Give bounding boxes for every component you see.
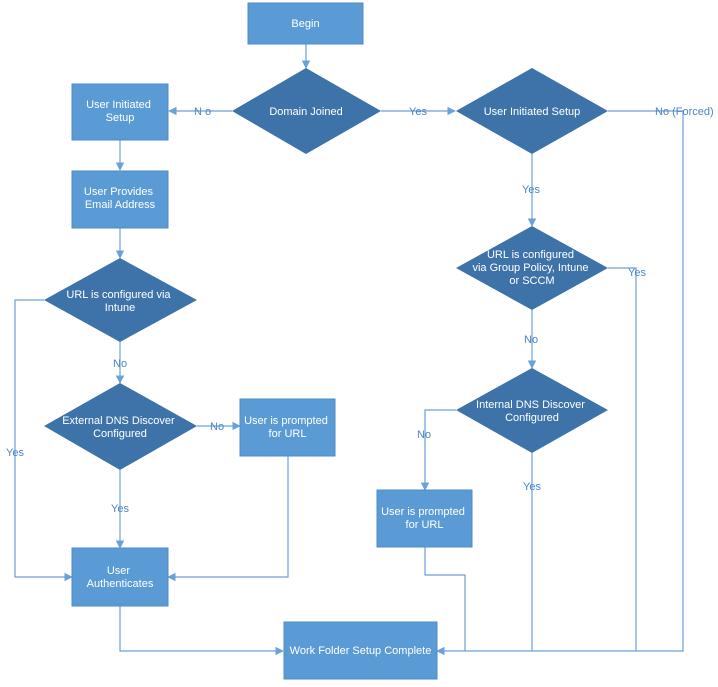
domain-joined-label: Domain Joined <box>269 106 342 118</box>
edge-prompt-complete <box>424 547 466 651</box>
connectors <box>14 44 684 656</box>
user-provides-email-label: User Provides Email Address <box>84 186 156 211</box>
user-prompted-right-label: User is prompted for URL <box>381 506 468 531</box>
node-work-folder-complete: Work Folder Setup Complete <box>283 621 438 680</box>
label-intune-yes: Yes <box>6 447 24 459</box>
node-url-configured-gp: URL is configured via Group Policy, Intu… <box>456 226 608 310</box>
label-internal-no: No <box>417 429 431 441</box>
node-user-authenticates: User Authenticates <box>71 547 169 607</box>
url-configured-intune-label: URL is configured via Intune <box>66 289 173 314</box>
label-gp-no: No <box>524 334 538 346</box>
url-configured-gp-label: URL is configured via Group Policy, Intu… <box>472 249 591 287</box>
label-gp-yes: Yes <box>628 267 646 279</box>
node-domain-joined: Domain Joined <box>232 68 381 154</box>
label-uis-yes: Yes <box>522 184 540 196</box>
edge-intune-yes <box>14 299 73 582</box>
edge-gp-yes <box>608 267 637 651</box>
user-initiated-setup-left-label: User Initiated Setup <box>86 99 154 124</box>
edge-forced <box>436 110 684 656</box>
label-forced: No (Forced) <box>655 106 714 118</box>
edge-auth-complete <box>119 606 284 656</box>
node-user-initiated-setup-right: User Initiated Setup <box>456 68 608 154</box>
edge-labels: N o Yes No (Forced) Yes Yes No No Yes No… <box>6 106 714 515</box>
user-authenticates-label: User Authenticates <box>87 565 154 590</box>
node-user-provides-email: User Provides Email Address <box>71 170 169 229</box>
user-prompted-left-label: User is prompted for URL <box>244 415 331 440</box>
node-user-initiated-setup-left: User Initiated Setup <box>71 83 169 141</box>
user-initiated-setup-right-label: User Initiated Setup <box>484 106 581 118</box>
edge-internal-prompt <box>420 409 456 491</box>
label-external-no: No <box>210 421 224 433</box>
label-domain-yes: Yes <box>409 106 427 118</box>
work-folder-complete-label: Work Folder Setup Complete <box>290 645 432 657</box>
node-begin: Begin <box>247 2 364 45</box>
label-external-yes: Yes <box>111 503 129 515</box>
label-intune-no: No <box>113 358 127 370</box>
begin-label: Begin <box>291 18 319 30</box>
node-internal-dns: Internal DNS Discover Configured <box>456 368 608 453</box>
node-user-prompted-left: User is prompted for URL <box>239 398 336 457</box>
external-dns-label: External DNS Discover Configured <box>62 415 178 440</box>
internal-dns-label: Internal DNS Discover Configured <box>476 399 588 424</box>
label-domain-no: N o <box>194 106 211 118</box>
node-external-dns: External DNS Discover Configured <box>44 383 197 470</box>
node-url-configured-intune: URL is configured via Intune <box>44 258 197 342</box>
label-internal-yes: Yes <box>523 481 541 493</box>
edge-prompt-auth <box>167 456 289 582</box>
node-user-prompted-right: User is prompted for URL <box>376 489 473 548</box>
